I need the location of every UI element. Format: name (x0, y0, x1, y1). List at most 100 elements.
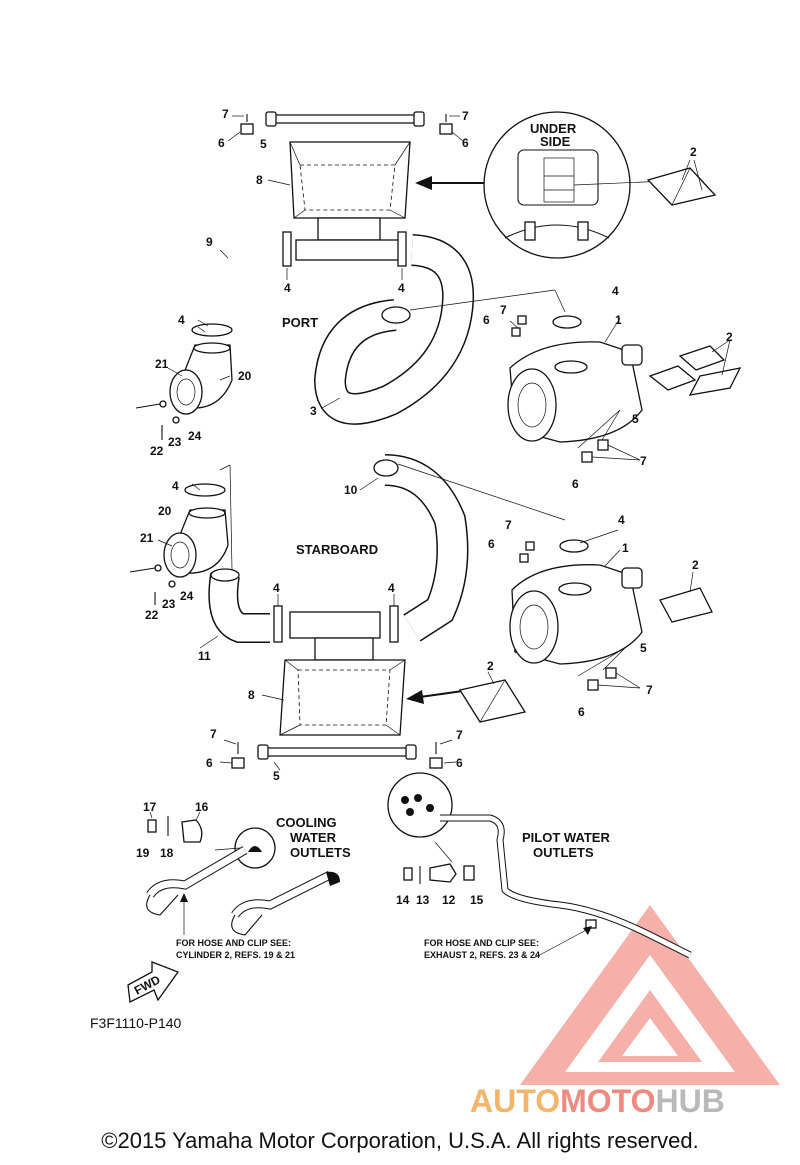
rod-bottom (257, 744, 417, 760)
hose-3 (313, 234, 475, 425)
watermark-text: AUTOMOTOHUB (470, 1083, 725, 1119)
label-19: 19 (136, 846, 150, 860)
label-15: 15 (470, 893, 484, 907)
label-4-port-elbow: 4 (178, 313, 185, 327)
label-7-bottom-right: 7 (456, 728, 463, 742)
clamp-port-left (282, 231, 292, 267)
label-5-starboard: 5 (640, 641, 647, 655)
label-21-starboard: 21 (140, 531, 154, 545)
label-7-top-left: 7 (222, 107, 229, 121)
cooling-parts (147, 816, 276, 869)
label-2-top: 2 (690, 145, 697, 159)
silencer-box-bottom (279, 611, 406, 736)
label-6-bottom-right: 6 (456, 756, 463, 770)
label-3: 3 (310, 404, 317, 418)
arrow-to-pad (406, 689, 471, 704)
label-5-top: 5 (260, 137, 267, 151)
screw-clip-top-right (439, 114, 464, 142)
label-4-starboard-right: 4 (388, 581, 395, 595)
label-1-starboard: 1 (622, 541, 629, 555)
svg-text:AUTOMOTOHUB: AUTOMOTOHUB (470, 1083, 725, 1119)
clamp-elbow-starboard (184, 483, 226, 497)
label-4-starboard-filter: 4 (618, 513, 625, 527)
label-11: 11 (198, 649, 211, 663)
label-7-top-right: 7 (462, 109, 469, 123)
diagram-code: F3F1110-P140 (90, 1015, 182, 1031)
pilot-heading-2: OUTLETS (533, 845, 594, 860)
label-6-port-lower: 6 (572, 477, 579, 491)
label-4-starboard-elbow: 4 (172, 479, 179, 493)
label-5-bottom: 5 (273, 769, 280, 783)
bolts-port (135, 400, 180, 440)
label-7-port: 7 (500, 303, 507, 317)
flame-arrestor-port (169, 369, 203, 415)
note-left-1: FOR HOSE AND CLIP SEE: (176, 938, 291, 948)
watermark-part-hub: HUB (655, 1083, 724, 1119)
label-20-port: 20 (238, 369, 252, 383)
label-23-port: 23 (168, 435, 182, 449)
cooling-heading-3: OUTLETS (290, 845, 351, 860)
flame-arrestor-starboard (163, 532, 197, 578)
hose-11 (208, 568, 270, 643)
label-4-port-left: 4 (284, 281, 291, 295)
label-6-top-right: 6 (462, 136, 469, 150)
label-1-port: 1 (615, 313, 622, 327)
pilot-detail (387, 772, 453, 838)
starboard-heading: STARBOARD (296, 542, 378, 557)
label-6-port: 6 (483, 313, 490, 327)
label-21-port: 21 (155, 357, 169, 371)
label-8-bottom: 8 (248, 688, 255, 702)
screw-clip-top-left (227, 114, 254, 142)
label-22-port: 22 (150, 444, 164, 458)
label-10: 10 (344, 483, 358, 497)
clamp-port-right (397, 231, 407, 267)
pilot-heading-1: PILOT WATER (522, 830, 610, 845)
arrow-to-underside (415, 176, 495, 190)
copyright-notice: ©2015 Yamaha Motor Corporation, U.S.A. A… (101, 1128, 699, 1153)
watermark-part-moto: MOTO (560, 1083, 655, 1119)
label-5-port: 5 (632, 412, 639, 426)
hose-10 (373, 454, 469, 642)
port-heading: PORT (282, 315, 318, 330)
label-4-port-right: 4 (398, 281, 405, 295)
label-8-top: 8 (256, 173, 263, 187)
pads-port (648, 345, 742, 396)
label-6-top-left: 6 (218, 136, 225, 150)
note-left-2: CYLINDER 2, REFS. 19 & 21 (176, 950, 295, 960)
clamp-starboard-left (273, 605, 283, 643)
label-12: 12 (442, 893, 456, 907)
label-2-bottom: 2 (487, 659, 494, 673)
clamp-elbow-port (191, 319, 233, 337)
label-7-port-lower: 7 (640, 454, 647, 468)
label-17: 17 (143, 800, 157, 814)
cooling-hoses (146, 846, 340, 936)
pad-starboard (659, 587, 713, 623)
fwd-arrow (127, 961, 180, 1003)
pad-top-right (646, 159, 717, 206)
under-label-1: UNDER (530, 121, 577, 136)
label-14: 14 (396, 893, 410, 907)
label-9: 9 (206, 235, 213, 249)
pilot-hose (440, 814, 692, 959)
label-16: 16 (195, 800, 209, 814)
label-2-starboard: 2 (692, 558, 699, 572)
label-6-bottom-left: 6 (206, 756, 213, 770)
cooling-heading-1: COOLING (276, 815, 337, 830)
air-box-starboard (509, 539, 643, 665)
watermark-part-auto: AUTO (470, 1083, 560, 1119)
label-4-port-filter: 4 (612, 284, 619, 298)
note-right-2: EXHAUST 2, REFS. 23 & 24 (424, 950, 540, 960)
label-22-starboard: 22 (145, 608, 159, 622)
pad-bottom (458, 679, 527, 723)
label-6-starboard-lower: 6 (578, 705, 585, 719)
label-24-starboard: 24 (180, 589, 194, 603)
label-18: 18 (160, 846, 174, 860)
rod-top (265, 111, 425, 127)
label-7-bottom-left: 7 (210, 727, 217, 741)
silencer-box-top (289, 141, 411, 261)
label-13: 13 (416, 893, 430, 907)
label-24-port: 24 (188, 429, 202, 443)
label-7-starboard: 7 (505, 518, 512, 532)
clamp-starboard-right (389, 605, 399, 643)
